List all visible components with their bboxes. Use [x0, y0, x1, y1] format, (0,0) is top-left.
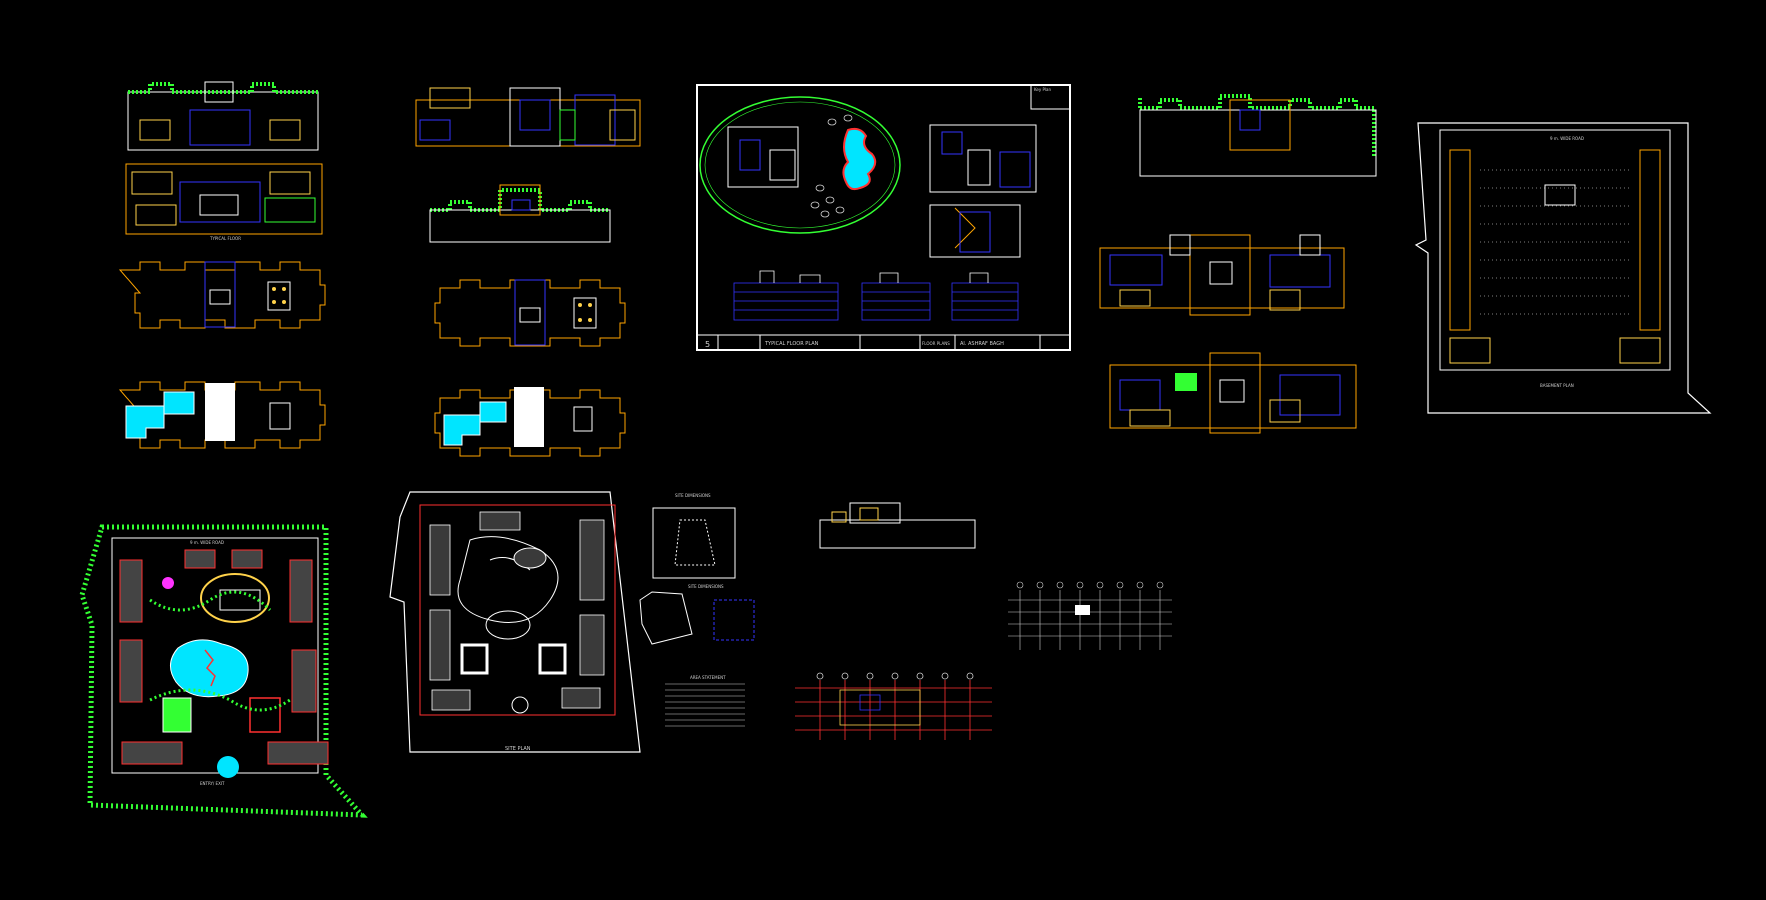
- floor-plan-7: [434, 279, 626, 347]
- ground-floor-plan: [1138, 94, 1377, 177]
- site-dimensions: SITE DIMENSIONS SITE DIMENSIONS: [639, 493, 755, 645]
- basement-parking-plan: 9 m. WIDE ROAD BASEMENT PLAN: [1414, 122, 1712, 414]
- sheet-number: 5: [705, 340, 710, 349]
- entry-exit-label-left: ENTRY/ EXIT: [200, 781, 225, 786]
- site-dimensions-subtitle: SITE DIMENSIONS: [688, 584, 724, 589]
- floor-plan-2: TYPICAL FLOOR: [125, 163, 323, 241]
- project-name: Al. ASHRAF BAGH: [960, 341, 1004, 347]
- area-statement-table: AREA STATEMENT: [665, 675, 745, 727]
- landscape-site-plan: 9 m. WIDE ROAD ENTRY/ EXIT: [79, 524, 368, 818]
- site-plan-title: SITE PLAN: [505, 746, 531, 752]
- front-elevation-small: [819, 502, 976, 549]
- road-top-label-left: 9 m. WIDE ROAD: [190, 540, 224, 545]
- floor-plan-1: [127, 81, 319, 151]
- floor-plan-6: [429, 184, 611, 243]
- floor-plan-group-left: TYPICAL FLOOR: [118, 81, 326, 449]
- floor-plan-3-outline: [118, 261, 326, 329]
- site-dimensions-title: SITE DIMENSIONS: [675, 493, 711, 498]
- typical-floor-plan-right-1: [1099, 234, 1345, 316]
- basement-road-top: 9 m. WIDE ROAD: [1550, 136, 1584, 141]
- plan-caption: TYPICAL FLOOR: [209, 236, 241, 241]
- drawing-sheet[interactable]: Key Plan: [696, 84, 1071, 351]
- floor-plan-group-right: [1099, 94, 1377, 434]
- site-plan: SITE PLAN: [389, 491, 641, 753]
- sheet-plan-label: FLOOR PLANS: [922, 341, 950, 346]
- typical-floor-plan-right-2: [1109, 352, 1357, 434]
- floor-plan-group-second: [415, 87, 641, 457]
- terrace-plan-second: [434, 387, 626, 457]
- sheet-title: TYPICAL FLOOR PLAN: [764, 341, 819, 347]
- structural-grid-plan: [795, 672, 992, 740]
- floor-plan-5: [415, 87, 641, 147]
- terrace-plan-left: [118, 381, 326, 449]
- key-plan-label: Key Plan: [1034, 87, 1051, 92]
- area-statement-title: AREA STATEMENT: [690, 675, 726, 680]
- basement-label: BASEMENT PLAN: [1540, 383, 1574, 388]
- column-grid-plan: [1008, 581, 1172, 650]
